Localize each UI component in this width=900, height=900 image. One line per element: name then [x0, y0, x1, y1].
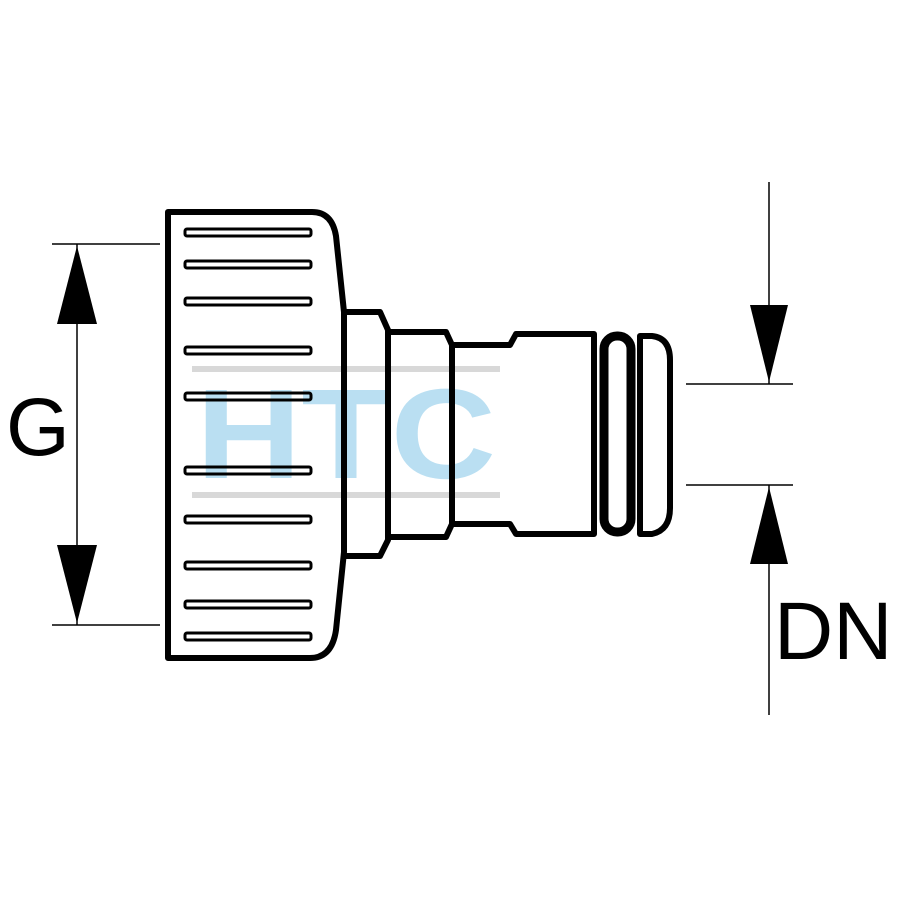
collar [341, 309, 391, 559]
grip-slot [183, 345, 313, 356]
grip-slot [183, 227, 313, 238]
o-ring [599, 331, 636, 537]
grip-slot [183, 599, 313, 610]
g-label: G [6, 382, 70, 473]
nut-grip-slots [183, 227, 313, 642]
dn-arrow-up [750, 487, 788, 564]
nose-cap [637, 333, 673, 537]
g-dimension: G [6, 243, 160, 626]
grip-slot [183, 514, 313, 525]
g-arrow-up [57, 246, 97, 324]
dn-dimension: DN [686, 182, 892, 715]
grip-slot [183, 296, 313, 307]
grip-slot [183, 631, 313, 642]
grip-slot [183, 391, 313, 402]
shank [449, 331, 597, 537]
tapered-sleeve [385, 329, 455, 540]
grip-slot [183, 465, 313, 476]
dn-label: DN [774, 586, 892, 677]
dn-arrow-down [750, 305, 788, 382]
grip-slot [183, 259, 313, 270]
nut-body [165, 209, 347, 661]
g-arrow-down [57, 545, 97, 623]
grip-slot [183, 560, 313, 571]
